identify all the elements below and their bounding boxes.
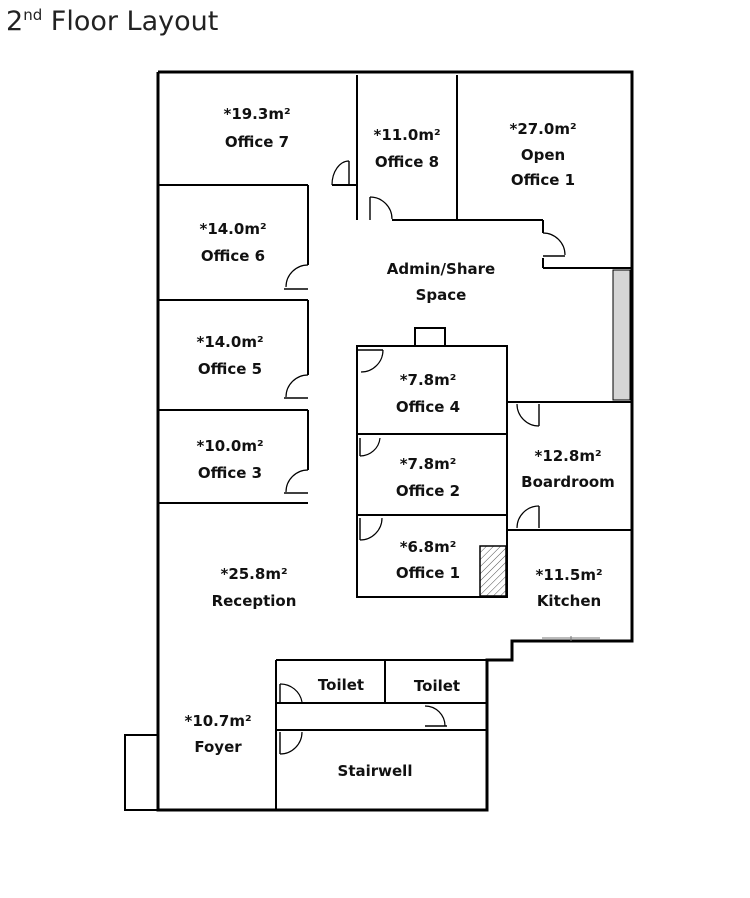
foyer-area: *10.7m² [184,712,251,730]
doors [279,160,566,755]
office1-area: *6.8m² [400,538,457,556]
open-office1-name-line2: Office 1 [511,171,575,189]
outer-walls [124,70,634,812]
boardroom-name: Boardroom [521,473,615,491]
stairwell-name: Stairwell [338,762,413,780]
toilet-right-name: Toilet [414,677,460,695]
office6-name: Office 6 [201,247,265,265]
office7-name: Office 7 [225,133,289,151]
office2-area: *7.8m² [400,455,457,473]
boardroom-area: *12.8m² [534,447,601,465]
office8-area: *11.0m² [373,126,440,144]
office3-name: Office 3 [198,464,262,482]
interior-walls [158,75,632,810]
office7-area: *19.3m² [223,105,290,123]
office5-area: *14.0m² [196,333,263,351]
room-labels: *19.3m² Office 7 *11.0m² Office 8 *27.0m… [184,105,614,780]
page-title: 2nd Floor Layout [6,6,219,37]
office6-area: *14.0m² [199,220,266,238]
foyer-name: Foyer [194,738,242,756]
kitchen-window [542,636,600,641]
office1-name: Office 1 [396,564,460,582]
office2-name: Office 2 [396,482,460,500]
office4-name: Office 4 [396,398,460,416]
open-office1-area: *27.0m² [509,120,576,138]
toilet-left-name: Toilet [318,676,364,694]
reception-area: *25.8m² [220,565,287,583]
structural-column [612,269,631,401]
admin-name-line2: Space [416,286,467,304]
admin-name-line1: Admin/Share [387,260,495,278]
office3-area: *10.0m² [196,437,263,455]
open-office1-name-line1: Open [521,146,565,164]
office4-area: *7.8m² [400,371,457,389]
kitchen-area: *11.5m² [535,566,602,584]
office8-name: Office 8 [375,153,439,171]
hatched-fixture [479,545,507,597]
reception-name: Reception [212,592,297,610]
office5-name: Office 5 [198,360,262,378]
kitchen-name: Kitchen [537,592,601,610]
